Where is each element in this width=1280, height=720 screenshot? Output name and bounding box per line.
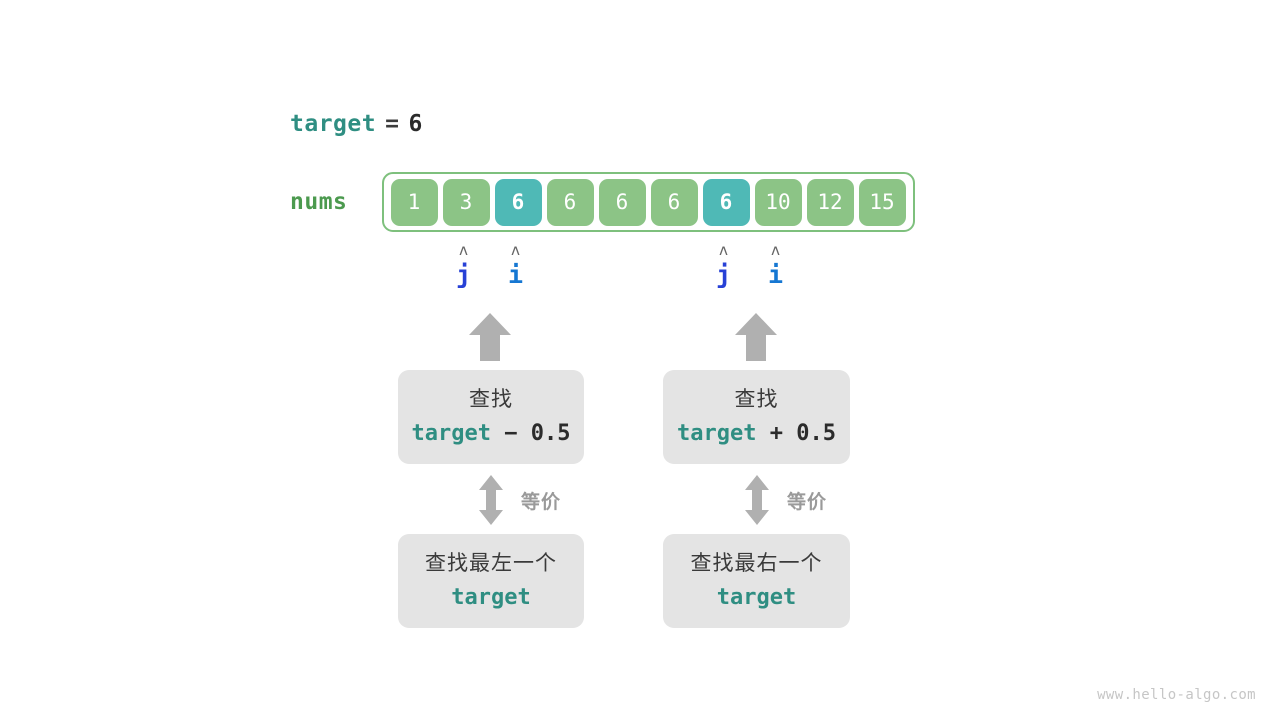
right-lower-box-expression: target <box>717 582 796 614</box>
left-lower-box-expression: target <box>451 582 530 614</box>
pointer-caret-icon: ʌ <box>718 241 729 259</box>
array-label: nums <box>290 189 348 215</box>
watermark: www.hello-algo.com <box>1097 687 1256 703</box>
array-cell: 6 <box>494 178 542 226</box>
up-arrow-icon <box>469 313 511 361</box>
right-upper-box-expression: target + 0.5 <box>677 418 836 450</box>
right-lower-box-target: target <box>716 585 797 610</box>
array-cell: 6 <box>650 178 698 226</box>
left-equivalence-label: 等价 <box>521 491 562 513</box>
left-upper-box-line1: 查找 <box>469 387 513 411</box>
target-equals-sign: = <box>385 111 400 137</box>
left-upper-box: 查找 target − 0.5 <box>398 370 584 464</box>
pointer-name: i <box>507 260 524 289</box>
left-upper-box-operator: − 0.5 <box>491 421 571 446</box>
array-cell: 15 <box>858 178 906 226</box>
left-lower-box: 查找最左一个 target <box>398 534 584 628</box>
pointer-caret-icon: ʌ <box>770 241 781 259</box>
right-equivalence-arrow <box>744 475 770 525</box>
pointer-caret-icon: ʌ <box>458 241 469 259</box>
right-upper-box-operator: + 0.5 <box>756 421 836 446</box>
array-cell: 10 <box>754 178 802 226</box>
right-equivalence-label: 等价 <box>787 491 828 513</box>
target-variable-name: target <box>290 111 377 137</box>
left-up-arrow <box>468 312 512 362</box>
pointer-caret-icon: ʌ <box>510 241 521 259</box>
right-upper-box-target: target <box>677 421 757 446</box>
array-cell: 6 <box>702 178 750 226</box>
array-cell: 1 <box>390 178 438 226</box>
array-cell: 6 <box>546 178 594 226</box>
double-arrow-vertical-icon <box>479 475 503 525</box>
left-lower-box-target: target <box>451 585 531 610</box>
array-cell: 3 <box>442 178 490 226</box>
pointer-name: j <box>455 260 472 289</box>
target-declaration: target = 6 <box>290 111 423 137</box>
left-upper-box-target: target <box>411 421 491 446</box>
left-upper-box-expression: target − 0.5 <box>412 418 571 450</box>
right-upper-box: 查找 target + 0.5 <box>663 370 850 464</box>
right-upper-box-line1: 查找 <box>734 387 779 411</box>
double-arrow-vertical-icon <box>745 475 769 525</box>
right-lower-box-line1: 查找最右一个 <box>690 551 823 575</box>
array-cell: 6 <box>598 178 646 226</box>
pointer-name: j <box>715 260 732 289</box>
right-lower-box: 查找最右一个 target <box>663 534 850 628</box>
array-cell: 12 <box>806 178 854 226</box>
pointer-name: i <box>767 260 784 289</box>
left-lower-box-line1: 查找最左一个 <box>425 551 557 575</box>
target-value: 6 <box>408 111 423 137</box>
right-up-arrow <box>734 312 778 362</box>
left-equivalence-arrow <box>478 475 504 525</box>
up-arrow-icon <box>735 313 777 361</box>
